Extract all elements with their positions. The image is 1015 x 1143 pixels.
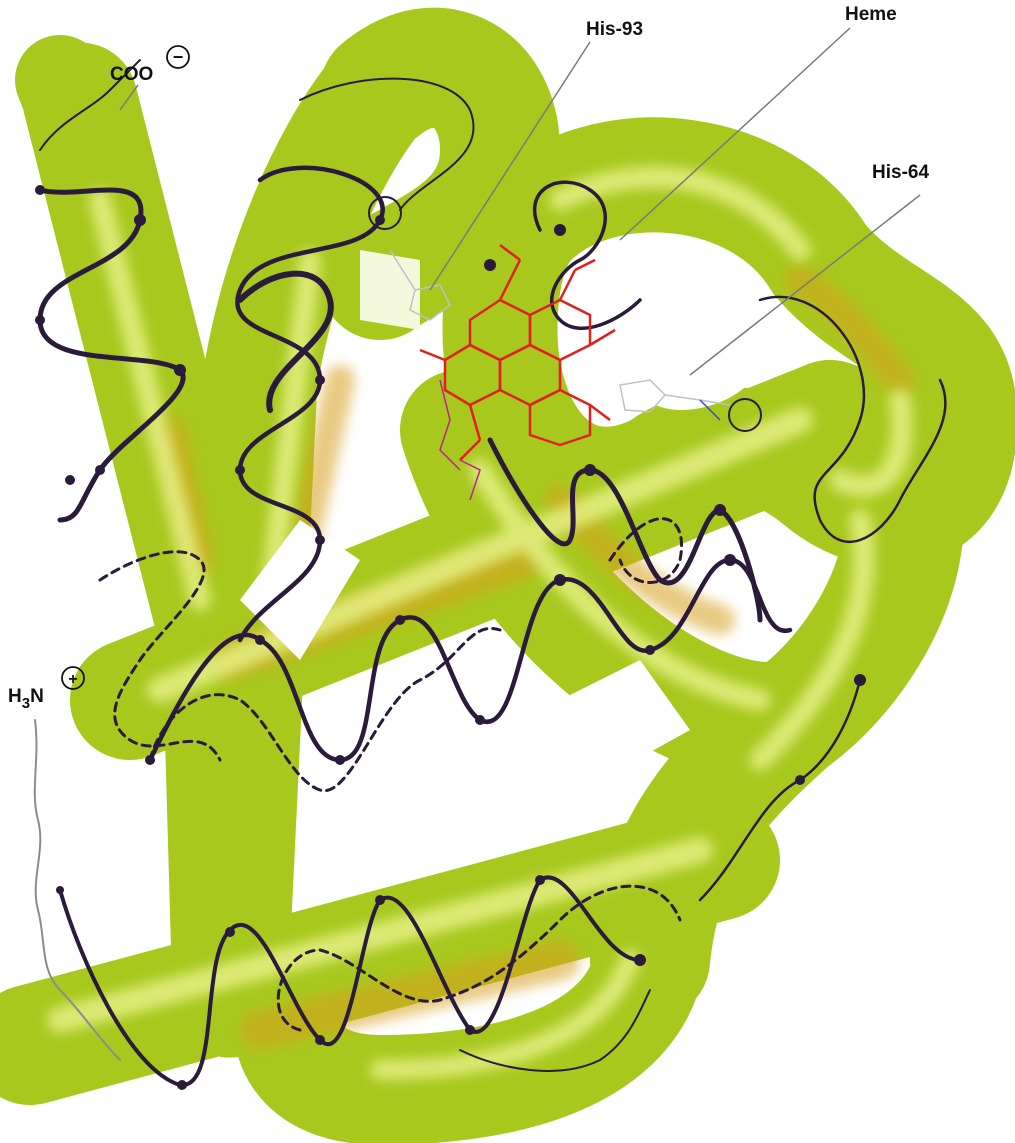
negative-charge-symbol: −: [173, 47, 184, 67]
c-terminal-tube: [60, 80, 100, 180]
tube-layer: [30, 68, 960, 1090]
heme-label: Heme: [845, 4, 897, 25]
his64-label: His-64: [872, 162, 929, 183]
c-terminus-label: COO: [110, 64, 153, 85]
his93-label: His-93: [586, 19, 643, 40]
n-terminus-label: H3N: [8, 686, 44, 712]
positive-charge-symbol: +: [68, 671, 77, 688]
top-loop-tube: [380, 68, 500, 280]
